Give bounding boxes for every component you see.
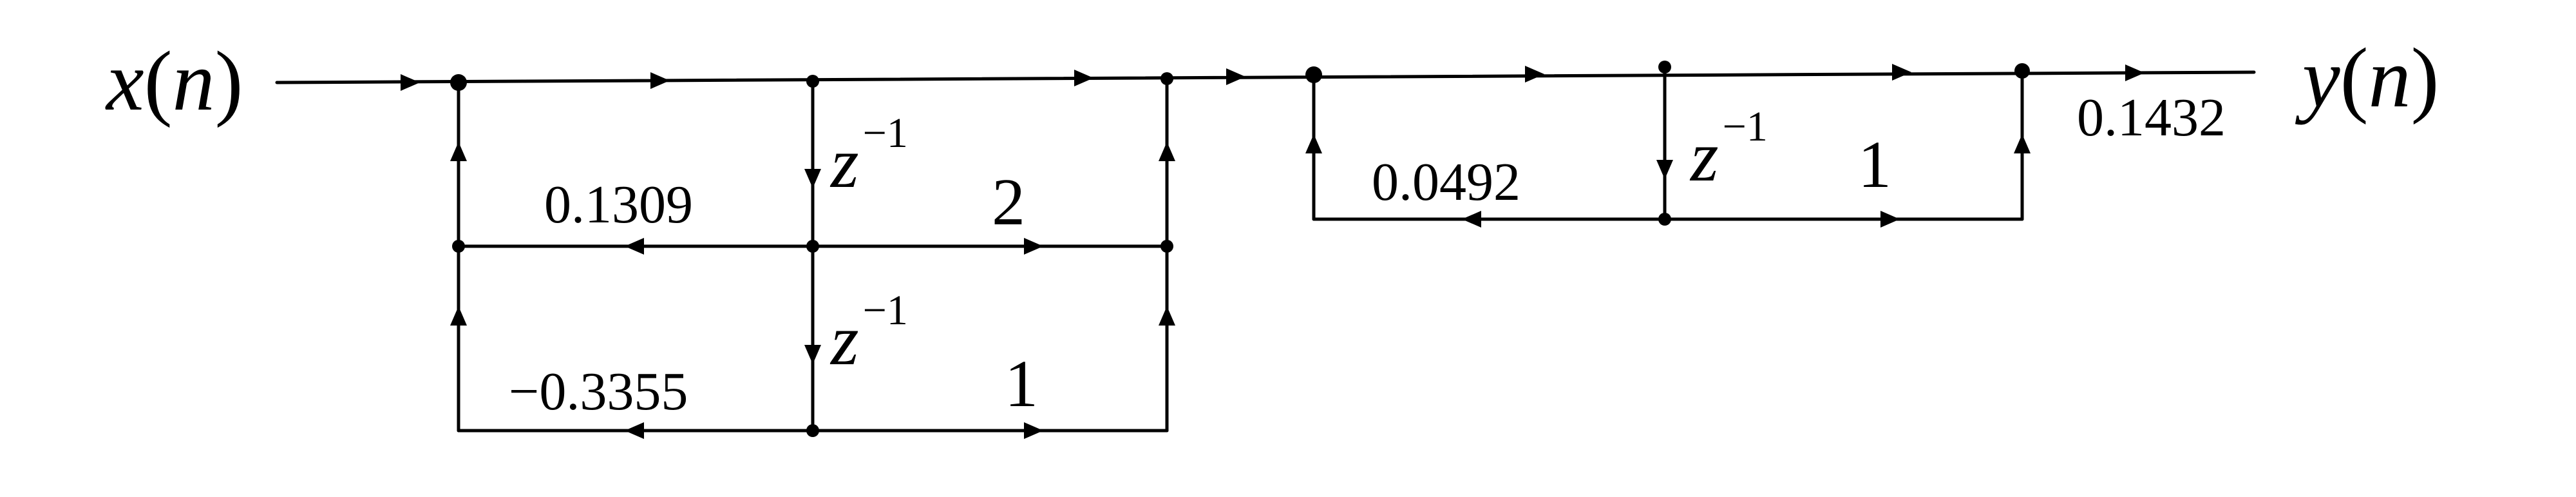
coef-forward-1: 2 (992, 165, 1025, 239)
coef-feedback-section2: 0.0492 (1372, 152, 1520, 212)
coef-forward-2: 1 (1005, 347, 1038, 421)
output-label: y(n) (2295, 30, 2439, 125)
main-signal-path (275, 70, 2256, 84)
delay-lower-label: z−1 (829, 287, 908, 380)
coef-forward-section2: 1 (1858, 128, 1891, 202)
coef-feedback-2: −0.3355 (509, 362, 688, 422)
output-gain: 0.1432 (2077, 88, 2226, 148)
flow-arrows (401, 64, 2145, 439)
branch-nodes (450, 61, 2030, 437)
delay-upper-label: z−1 (829, 110, 908, 203)
delay-section2-label: z−1 (1689, 103, 1768, 197)
coef-feedback-1: 0.1309 (544, 175, 693, 235)
input-label: x(n) (105, 34, 243, 128)
